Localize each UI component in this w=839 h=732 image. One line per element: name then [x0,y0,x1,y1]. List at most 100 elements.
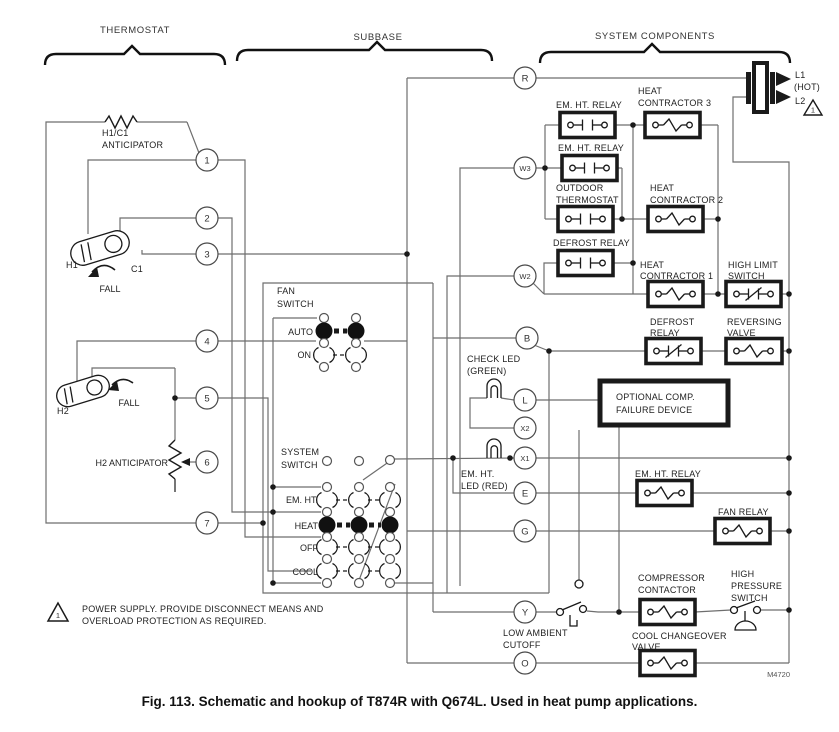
compressor-contactor-label-2: CONTACTOR [638,585,696,595]
outdoor-thermostat-label-1: OUTDOOR [556,183,604,193]
terminal-l: L [513,388,537,412]
terminals: 1 2 3 4 5 6 7 R W3 W2 B L X2 X1 E G Y O [195,66,539,675]
system-cool-label: COOL [292,567,318,577]
reversing-valve-label-2: VALVE [727,328,756,338]
svg-text:L: L [522,396,527,407]
terminal-5: 5 [195,386,219,410]
compressor-contactor-component: COMPRESSOR CONTACTOR [638,573,705,627]
subbase-brace [235,40,494,62]
svg-text:5: 5 [204,394,209,405]
high-pressure-switch-label-1: HIGH [731,569,754,579]
svg-text:W3: W3 [519,164,530,173]
heat-contractor-3-label-2: CONTRACTOR 3 [638,98,711,108]
drawing-number: M4720 [767,670,790,679]
terminal-w3: W3 [513,156,537,180]
high-limit-switch-component: HIGH LIMIT SWITCH [724,260,783,309]
system-switch: SYSTEM SWITCH EM. HT. HEAT OFF COOL [281,447,402,589]
fall-label-1: FALL [99,284,120,294]
low-ambient-cutoff-label-1: LOW AMBIENT [503,628,568,638]
svg-text:O: O [521,659,528,670]
optional-comp-failure-label-2: FAILURE DEVICE [616,405,692,415]
heat-contractor-2-label-2: CONTRACTOR 2 [650,195,723,205]
svg-text:X2: X2 [520,424,529,433]
h1c1-anticipator-label-2: ANTICIPATOR [102,140,164,150]
terminal-g: G [513,519,537,543]
h2-anticipator-label: H2 ANTICIPATOR [95,458,168,468]
note-line-2: OVERLOAD PROTECTION AS REQUIRED. [82,616,266,626]
h1-label: H1 [66,260,78,270]
terminal-6: 6 [195,450,219,474]
em-ht-relay-1-label: EM. HT. RELAY [556,100,622,110]
system-switch-label-1: SYSTEM [281,447,319,457]
svg-text:2: 2 [204,214,209,225]
l1-label: L1 [795,70,805,80]
fall-arrowhead-2 [108,381,119,391]
em-ht-relay-3-label: EM. HT. RELAY [635,469,701,479]
l2-label: L2 [795,96,805,106]
fan-relay-label: FAN RELAY [718,507,769,517]
em-ht-led-label-1: EM. HT. [461,469,494,479]
c1-label: C1 [131,264,143,274]
h1c1-anticipator: H1/C1 ANTICIPATOR [102,114,164,150]
subbase-section-label: SUBBASE [353,32,402,43]
power-bar-center [752,61,769,114]
fan-switch-label-1: FAN [277,286,295,296]
em-ht-relay-3-component: EM. HT. RELAY [635,469,701,508]
power-note-ref: 1 [811,106,815,115]
low-ambient-cutoff-label-2: CUTOFF [503,640,541,650]
em-ht-relay-1-component: EM. HT. RELAY [556,100,622,140]
svg-text:E: E [522,489,528,500]
cool-changeover-valve-label-1: COOL CHANGEOVER [632,631,727,641]
terminal-2: 2 [195,206,219,230]
high-limit-switch-label-1: HIGH LIMIT [728,260,778,270]
section-brackets: THERMOSTAT SUBBASE SYSTEM COMPONENTS [43,25,792,66]
reversing-valve-label-1: REVERSING [727,317,782,327]
power-supply-note: 1 POWER SUPPLY. PROVIDE DISCONNECT MEANS… [46,601,324,626]
high-pressure-switch-label-3: SWITCH [731,593,768,603]
outdoor-thermostat-label-2: THERMOSTAT [556,195,619,205]
low-ambient-cutoff: LOW AMBIENT CUTOFF [503,579,588,650]
svg-text:Y: Y [522,608,529,619]
system-components-brace [538,42,792,64]
fan-on-label: ON [298,350,312,360]
terminal-y: Y [513,600,537,624]
power-bar-left [746,72,751,104]
heat-contractor-1-label-1: HEAT [640,260,664,270]
fan-switch-label-2: SWITCH [277,299,314,309]
em-ht-relay-2-label: EM. HT. RELAY [558,143,624,153]
optional-comp-failure-label-1: OPTIONAL COMP. [616,392,695,402]
terminal-r: R [513,66,537,90]
terminal-x2: X2 [513,416,537,440]
note-line-1: POWER SUPPLY. PROVIDE DISCONNECT MEANS A… [82,604,324,614]
svg-text:B: B [524,334,530,345]
optional-comp-failure-device-component: OPTIONAL COMP. FAILURE DEVICE [597,378,731,428]
heat-contractor-1-label-2: CONTRACTOR 1 [640,271,713,281]
l1-arrow-icon [776,72,791,86]
note-triangle-icon [46,601,70,622]
compressor-contactor-label-1: COMPRESSOR [638,573,705,583]
check-led-label-1: CHECK LED [467,354,521,364]
hot-label: (HOT) [794,82,820,92]
svg-text:G: G [521,527,528,538]
terminal-o: O [513,651,537,675]
heat-contractor-1-component: HEAT CONTRACTOR 1 [640,260,713,309]
svg-text:4: 4 [204,337,209,348]
l2-arrow-icon [776,90,791,104]
h2-anticipator: H2 ANTICIPATOR [95,439,190,492]
thermostat-brace [43,44,227,66]
reversing-valve-component: REVERSING VALVE [724,317,784,366]
system-components-section-label: SYSTEM COMPONENTS [595,31,715,42]
high-limit-switch-label-2: SWITCH [728,271,765,281]
high-pressure-switch: HIGH PRESSURE SWITCH [729,569,782,631]
terminal-x1: X1 [513,446,537,470]
svg-text:X1: X1 [520,454,529,463]
terminal-1: 1 [195,148,219,172]
defrost-relay-nc-label-2: RELAY [650,328,680,338]
fan-relay-component: FAN RELAY [713,507,772,546]
em-ht-relay-2-component: EM. HT. RELAY [558,143,624,183]
heat-contractor-3-component: HEAT CONTRACTOR 3 [638,86,711,140]
outdoor-thermostat-component: OUTDOOR THERMOSTAT [556,183,619,234]
figure-caption: Fig. 113. Schematic and hookup of T874R … [141,694,698,709]
defrost-relay-nc-component: DEFROST RELAY [644,317,703,366]
fall-arrowhead-1 [88,267,99,277]
